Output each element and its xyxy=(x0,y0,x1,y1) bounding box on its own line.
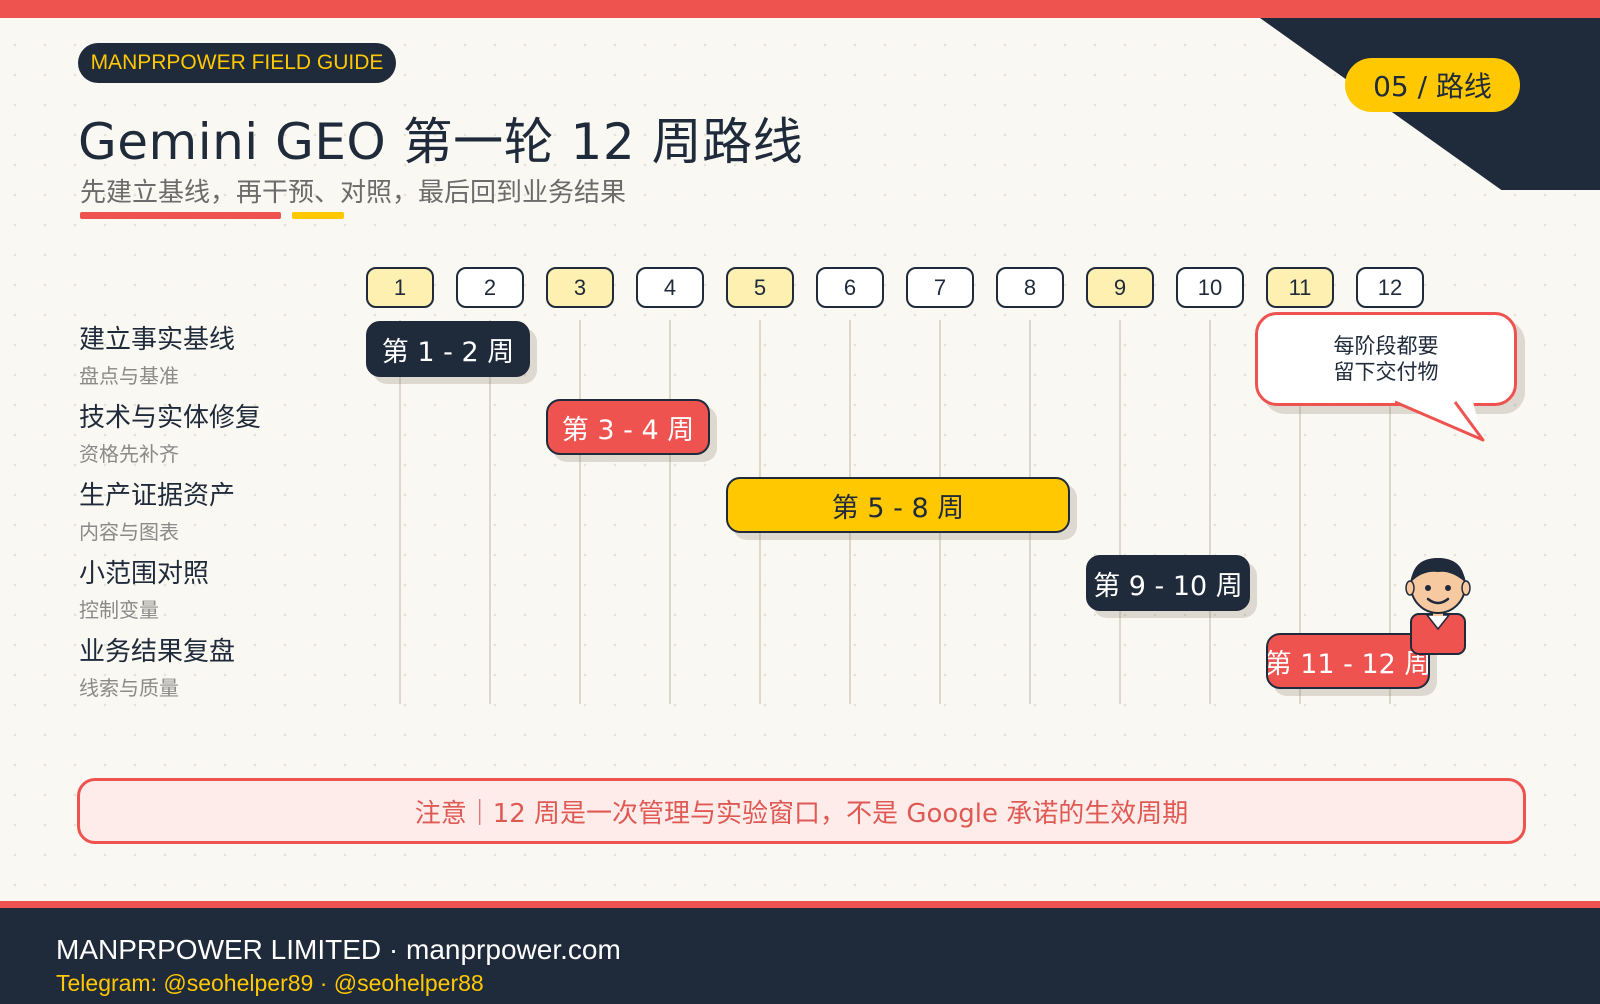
phase-subtitle: 控制变量 xyxy=(79,598,159,622)
footer-contact: Telegram: @seohelper89 · @seohelper88 xyxy=(56,970,484,996)
phase-label: 生产证据资产内容与图表 xyxy=(79,475,235,545)
week-number-9: 9 xyxy=(1086,267,1154,308)
footer-company: MANPRPOWER LIMITED · manprpower.com xyxy=(56,934,621,965)
week-number-10: 10 xyxy=(1176,267,1244,308)
phase-bar: 第 5 - 8 周 xyxy=(726,477,1070,533)
brand-pill: MANPRPOWER FIELD GUIDE xyxy=(78,43,396,83)
phase-subtitle: 盘点与基准 xyxy=(79,364,179,388)
phase-title: 小范围对照 xyxy=(79,559,210,589)
avatar-icon xyxy=(1405,558,1471,655)
top-accent-bar xyxy=(0,0,1600,18)
week-number-2: 2 xyxy=(456,267,524,308)
phase-subtitle: 内容与图表 xyxy=(79,520,179,544)
week-number-3: 3 xyxy=(546,267,614,308)
phase-bar: 第 11 - 12 周 xyxy=(1266,633,1430,689)
callout-tail xyxy=(1395,400,1485,442)
callout-bubble: 每阶段都要 留下交付物 xyxy=(1255,312,1517,406)
phase-bar: 第 9 - 10 周 xyxy=(1086,555,1250,611)
footer: MANPRPOWER LIMITED · manprpower.com Tele… xyxy=(0,908,1600,1004)
phase-title: 建立事实基线 xyxy=(79,325,236,355)
week-number-11: 11 xyxy=(1266,267,1334,308)
phase-label: 建立事实基线盘点与基准 xyxy=(79,319,235,389)
phase-title: 生产证据资产 xyxy=(79,481,236,511)
phase-label: 技术与实体修复资格先补齐 xyxy=(79,397,261,467)
phase-label: 小范围对照控制变量 xyxy=(79,553,209,623)
week-grid-line xyxy=(489,320,491,704)
week-number-7: 7 xyxy=(906,267,974,308)
callout-line-1: 每阶段都要 xyxy=(1333,333,1439,358)
week-grid-line xyxy=(1299,320,1301,704)
page-subtitle: 先建立基线，再干预、对照，最后回到业务结果 xyxy=(80,178,627,208)
week-number-6: 6 xyxy=(816,267,884,308)
week-grid-line xyxy=(1209,320,1211,704)
week-number-12: 12 xyxy=(1356,267,1424,308)
week-number-4: 4 xyxy=(636,267,704,308)
week-grid-line xyxy=(1119,320,1121,704)
page-indicator: 05 / 路线 xyxy=(1345,58,1520,112)
week-grid-line xyxy=(669,320,671,704)
subtitle-underline-yellow xyxy=(292,212,344,219)
subtitle-underline-red xyxy=(80,212,281,219)
week-number-1: 1 xyxy=(366,267,434,308)
phase-title: 业务结果复盘 xyxy=(79,637,236,667)
notice-box: 注意｜12 周是一次管理与实验窗口，不是 Google 承诺的生效周期 xyxy=(77,778,1526,844)
phase-subtitle: 线索与质量 xyxy=(79,676,179,700)
phase-label: 业务结果复盘线索与质量 xyxy=(79,631,235,701)
week-grid-line xyxy=(1389,320,1391,704)
phase-bar: 第 3 - 4 周 xyxy=(546,399,710,455)
footer-accent-bar xyxy=(0,901,1600,908)
phase-title: 技术与实体修复 xyxy=(79,403,262,433)
week-number-8: 8 xyxy=(996,267,1064,308)
callout-line-2: 留下交付物 xyxy=(1333,360,1439,384)
week-grid-line xyxy=(579,320,581,704)
week-grid-line xyxy=(399,320,401,704)
phase-bar: 第 1 - 2 周 xyxy=(366,321,530,377)
week-number-5: 5 xyxy=(726,267,794,308)
page-title: Gemini GEO 第一轮 12 周路线 xyxy=(78,113,804,171)
phase-subtitle: 资格先补齐 xyxy=(79,442,179,466)
